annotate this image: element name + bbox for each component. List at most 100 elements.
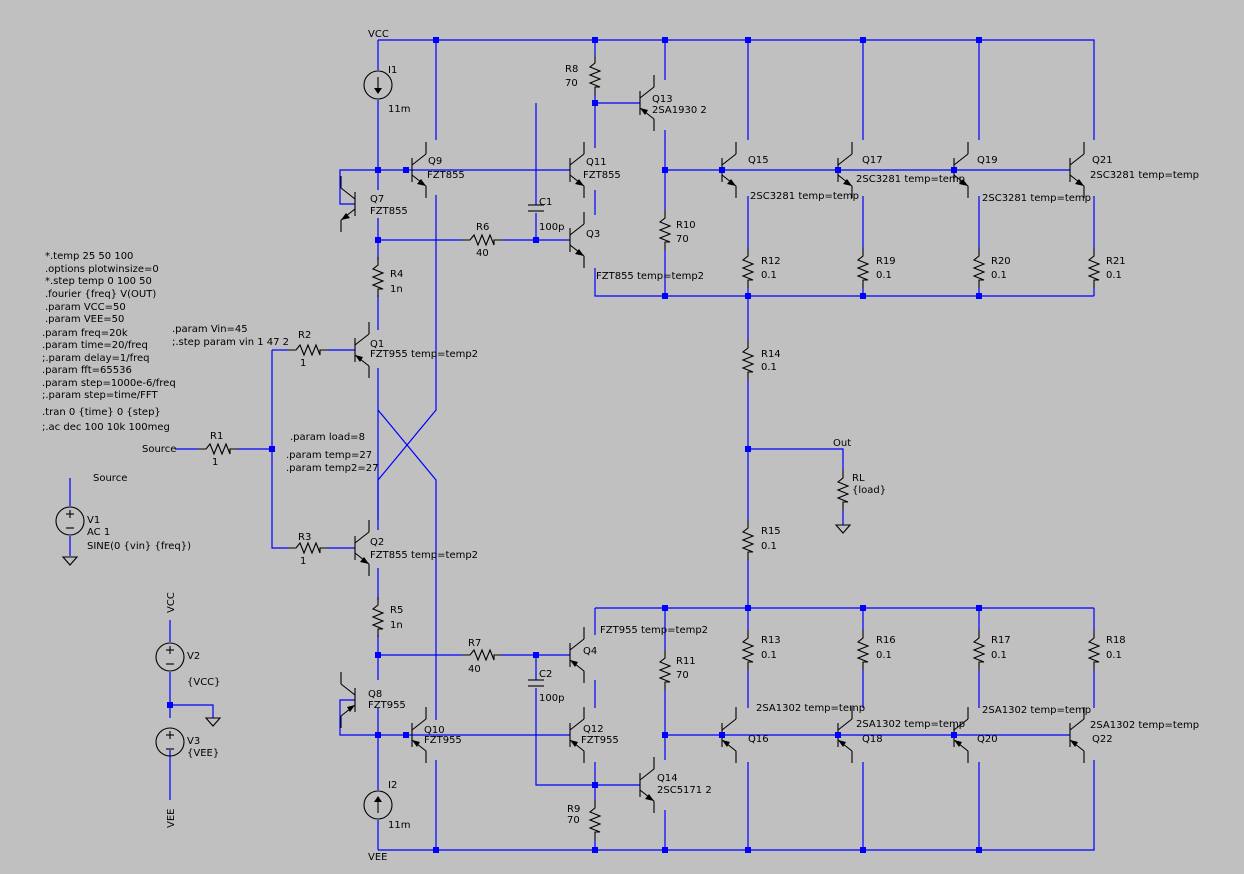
voltage-source-v3[interactable]: [155, 727, 185, 757]
label-q16-model: 2SA1302 temp=temp: [756, 703, 865, 714]
transistor-q7[interactable]: [340, 176, 356, 232]
label-r11-name: R11: [676, 656, 696, 667]
transistor-q17[interactable]: [837, 142, 853, 198]
spice-directive: *.temp 25 50 100: [45, 251, 133, 262]
ground-symbol[interactable]: [834, 524, 852, 534]
resistor-r5[interactable]: [371, 597, 385, 637]
resistor-r8[interactable]: [588, 55, 602, 95]
transistor-q14[interactable]: [639, 757, 655, 813]
label-r4-value: 1n: [390, 284, 403, 295]
label-q22-name: Q22: [1092, 734, 1113, 745]
junctions: [167, 37, 982, 853]
label-r21-value: 0.1: [1106, 270, 1122, 281]
label-r11-value: 70: [676, 670, 689, 681]
junction-dot: [976, 605, 982, 611]
transistor-q8[interactable]: [340, 672, 356, 728]
capacitor-c1[interactable]: [528, 204, 544, 212]
label-r2-value: 1: [300, 358, 306, 369]
junction-dot: [375, 167, 381, 173]
label-q19-model: 2SC3281 temp=temp: [982, 193, 1091, 204]
label-q18-name: Q18: [862, 734, 883, 745]
resistor-rl[interactable]: [836, 470, 850, 510]
label-q1-model: FZT955 temp=temp2: [370, 349, 478, 360]
transistor-q1[interactable]: [354, 322, 370, 378]
resistor-r20[interactable]: [972, 248, 986, 288]
resistor-r15[interactable]: [741, 520, 755, 560]
net-label-source-v1: Source: [93, 473, 127, 484]
transistor-q9[interactable]: [411, 142, 427, 198]
junction-dot: [662, 37, 668, 43]
transistor-q21[interactable]: [1069, 142, 1085, 198]
transistor-q3[interactable]: [569, 212, 585, 268]
label-q15-name: Q15: [748, 155, 769, 166]
net-label-vcc-rot: VCC: [166, 592, 177, 613]
label-r3-value: 1: [300, 556, 306, 567]
spice-directive: .param fft=65536: [42, 365, 132, 376]
label-r15-value: 0.1: [761, 541, 777, 552]
label-r1-name: R1: [210, 431, 223, 442]
resistor-r13[interactable]: [741, 630, 755, 670]
spice-directive: .param freq=20k: [42, 328, 128, 339]
capacitor-c2[interactable]: [528, 679, 544, 687]
label-q3-name: Q3: [586, 229, 600, 240]
label-r9-name: R9: [567, 804, 580, 815]
resistor-r4[interactable]: [371, 257, 385, 297]
spice-directive: .param Vin=45: [172, 324, 248, 335]
label-i2-value: 11m: [388, 820, 410, 831]
resistor-r10[interactable]: [658, 210, 672, 250]
voltage-source-v2[interactable]: [155, 642, 185, 672]
transistor-q22[interactable]: [1069, 707, 1085, 763]
resistor-r16[interactable]: [856, 630, 870, 670]
voltage-source-v1[interactable]: [55, 506, 85, 536]
spice-directive: .tran 0 {time} 0 {step}: [42, 407, 161, 418]
transistor-q15[interactable]: [721, 142, 737, 198]
resistor-r12[interactable]: [741, 248, 755, 288]
label-c1-value: 100p: [539, 222, 564, 233]
label-q10-name: Q10: [424, 725, 445, 736]
current-source-i2[interactable]: [363, 790, 393, 820]
transistor-q4[interactable]: [569, 627, 585, 683]
net-label-vcc: VCC: [368, 29, 389, 40]
label-r16-value: 0.1: [876, 650, 892, 661]
junction-dot: [662, 293, 668, 299]
resistor-r21[interactable]: [1087, 248, 1101, 288]
resistor-r3[interactable]: [288, 541, 328, 555]
resistor-r7[interactable]: [462, 648, 502, 662]
spice-directive: .param step=1000e-6/freq: [42, 378, 176, 389]
transistor-q13[interactable]: [639, 75, 655, 131]
junction-dot: [860, 605, 866, 611]
ground-symbol[interactable]: [61, 556, 79, 566]
resistor-r19[interactable]: [856, 248, 870, 288]
resistor-r9[interactable]: [588, 800, 602, 840]
resistor-r14[interactable]: [741, 340, 755, 380]
transistor-q12[interactable]: [569, 707, 585, 763]
junction-dot: [951, 167, 957, 173]
label-q21-name: Q21: [1092, 155, 1113, 166]
junction-dot: [375, 732, 381, 738]
junction-dot: [860, 847, 866, 853]
transistor-q2[interactable]: [354, 520, 370, 576]
transistor-q11[interactable]: [569, 142, 585, 198]
spice-directive: .param temp2=27: [286, 463, 378, 474]
junction-dot: [745, 446, 751, 452]
junction-dot: [860, 293, 866, 299]
label-q2-name: Q2: [370, 537, 384, 548]
current-source-i1[interactable]: [363, 70, 393, 100]
resistor-r6[interactable]: [462, 233, 502, 247]
label-q13-name: Q13: [652, 94, 673, 105]
junction-dot: [167, 702, 173, 708]
label-r13-value: 0.1: [761, 650, 777, 661]
label-r19-name: R19: [876, 256, 896, 267]
junction-dot: [403, 732, 409, 738]
spice-directive: ;.ac dec 100 10k 100meg: [42, 422, 170, 433]
label-q13-model: 2SA1930 2: [652, 105, 707, 116]
resistor-r11[interactable]: [658, 650, 672, 690]
label-q7-name: Q7: [370, 194, 384, 205]
label-r20-value: 0.1: [991, 270, 1007, 281]
resistor-r1[interactable]: [198, 442, 238, 456]
resistor-r18[interactable]: [1087, 630, 1101, 670]
resistor-r17[interactable]: [972, 630, 986, 670]
transistor-q10[interactable]: [411, 707, 427, 763]
resistor-r2[interactable]: [288, 343, 328, 357]
ground-symbol[interactable]: [204, 717, 222, 727]
